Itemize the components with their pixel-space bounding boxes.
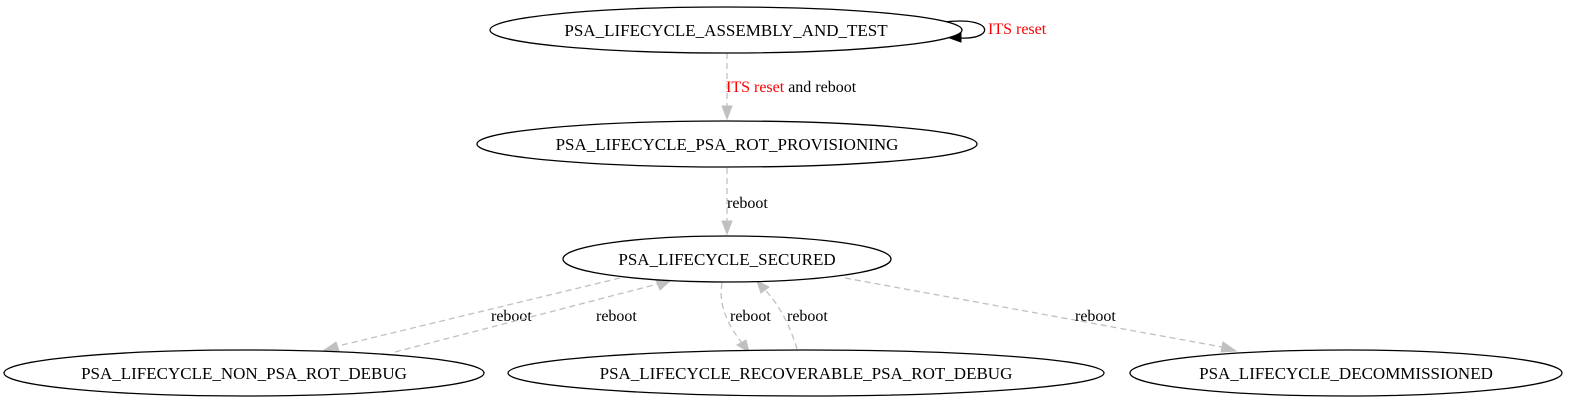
edge-secured-to-recoverable: reboot	[720, 282, 771, 354]
edge-assembly-to-provisioning-arrow	[721, 105, 733, 121]
edge-secured-to-decommissioned-label: reboot	[1075, 308, 1116, 325]
node-secured-shape	[562, 235, 892, 283]
edge-recoverable-to-secured-line	[764, 289, 798, 350]
node-assembly-and-test-label: PSA_LIFECYCLE_ASSEMBLY_AND_TEST	[564, 21, 888, 40]
node-decommissioned-shape	[1129, 349, 1563, 397]
node-secured: PSA_LIFECYCLE_SECURED	[562, 235, 892, 283]
node-psa-rot-provisioning-shape	[476, 120, 978, 168]
edge-secured-to-non-psa-debug-arrow	[321, 341, 340, 352]
edge-provisioning-to-secured: reboot	[721, 168, 768, 236]
node-assembly-and-test: PSA_LIFECYCLE_ASSEMBLY_AND_TEST	[489, 6, 963, 54]
edge-recoverable-to-secured-label: reboot	[787, 308, 828, 325]
edge-secured-to-non-psa-debug: reboot	[321, 277, 621, 352]
edge-recoverable-to-secured: reboot	[756, 280, 828, 350]
node-decommissioned: PSA_LIFECYCLE_DECOMMISSIONED	[1129, 349, 1563, 397]
node-recoverable-psa-rot-debug-shape	[507, 349, 1105, 397]
node-secured-label: PSA_LIFECYCLE_SECURED	[618, 250, 835, 269]
edge-non-psa-debug-to-secured-arrow	[655, 279, 673, 291]
edge-assembly-self-label: ITS reset	[988, 21, 1047, 38]
edge-non-psa-debug-to-secured-label: reboot	[596, 308, 637, 325]
edge-assembly-self-line	[944, 20, 986, 39]
edge-secured-to-recoverable-arrow	[735, 339, 750, 354]
edge-secured-to-decommissioned-arrow	[1220, 341, 1238, 353]
node-recoverable-psa-rot-debug: PSA_LIFECYCLE_RECOVERABLE_PSA_ROT_DEBUG	[507, 349, 1105, 397]
node-decommissioned-label: PSA_LIFECYCLE_DECOMMISSIONED	[1199, 364, 1493, 383]
edge-non-psa-debug-to-secured: reboot	[394, 279, 673, 353]
edge-recoverable-to-secured-arrow	[756, 280, 770, 294]
node-assembly-and-test-shape	[489, 6, 963, 54]
node-non-psa-rot-debug: PSA_LIFECYCLE_NON_PSA_ROT_DEBUG	[3, 349, 485, 397]
edge-secured-to-recoverable-label: reboot	[730, 308, 771, 325]
edge-secured-to-recoverable-line	[720, 282, 743, 344]
node-non-psa-rot-debug-shape	[3, 349, 485, 397]
edge-non-psa-debug-to-secured-line	[394, 283, 659, 353]
edge-secured-to-decommissioned: reboot	[844, 277, 1238, 353]
edge-assembly-to-provisioning: ITS reset and reboot	[721, 53, 857, 121]
node-psa-rot-provisioning-label: PSA_LIFECYCLE_PSA_ROT_PROVISIONING	[556, 135, 899, 154]
node-non-psa-rot-debug-label: PSA_LIFECYCLE_NON_PSA_ROT_DEBUG	[81, 364, 407, 383]
edge-provisioning-to-secured-arrow	[721, 220, 733, 236]
node-psa-rot-provisioning: PSA_LIFECYCLE_PSA_ROT_PROVISIONING	[476, 120, 978, 168]
edge-secured-to-non-psa-debug-label: reboot	[491, 308, 532, 325]
edge-secured-to-non-psa-debug-line	[337, 277, 621, 347]
edge-assembly-to-provisioning-label: ITS reset and reboot	[726, 79, 857, 96]
node-recoverable-psa-rot-debug-label: PSA_LIFECYCLE_RECOVERABLE_PSA_ROT_DEBUG	[600, 364, 1013, 383]
edge-provisioning-to-secured-label: reboot	[727, 195, 768, 212]
edge-secured-to-decommissioned-line	[844, 277, 1223, 348]
